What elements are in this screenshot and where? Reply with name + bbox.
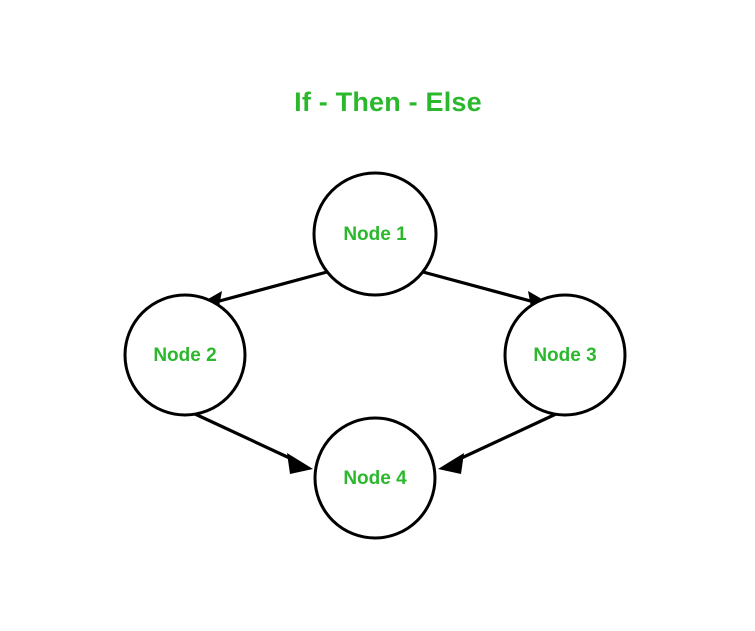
- node-node4[interactable]: Node 4: [313, 416, 437, 540]
- node-node1-circle: [312, 171, 438, 297]
- node-node4-label: Node 4: [343, 468, 407, 489]
- node-node3-label: Node 3: [533, 345, 596, 366]
- edge-node3-to-node4-line: [454, 412, 557, 463]
- node-node2[interactable]: Node 2: [123, 293, 247, 417]
- node-node2-circle: [123, 293, 247, 417]
- node-node2-label: Node 2: [153, 345, 216, 366]
- edge-node1-to-node3-line: [422, 270, 539, 305]
- edge-node2-to-node4-line: [194, 412, 297, 463]
- diagram-title: If - Then - Else: [294, 87, 482, 117]
- edge-node1-to-node2-line: [211, 270, 328, 305]
- edge-node2-to-node4[interactable]: [194, 412, 313, 474]
- edge-node3-to-node4[interactable]: [438, 412, 557, 474]
- node-node1-label: Node 1: [343, 224, 407, 245]
- edge-node2-to-node4-arrowhead: [287, 453, 313, 474]
- edge-node3-to-node4-arrowhead: [438, 453, 464, 474]
- node-node3[interactable]: Node 3: [503, 293, 627, 417]
- node-node3-circle: [503, 293, 627, 417]
- node-node1[interactable]: Node 1: [312, 171, 438, 297]
- node-node4-circle: [313, 416, 437, 540]
